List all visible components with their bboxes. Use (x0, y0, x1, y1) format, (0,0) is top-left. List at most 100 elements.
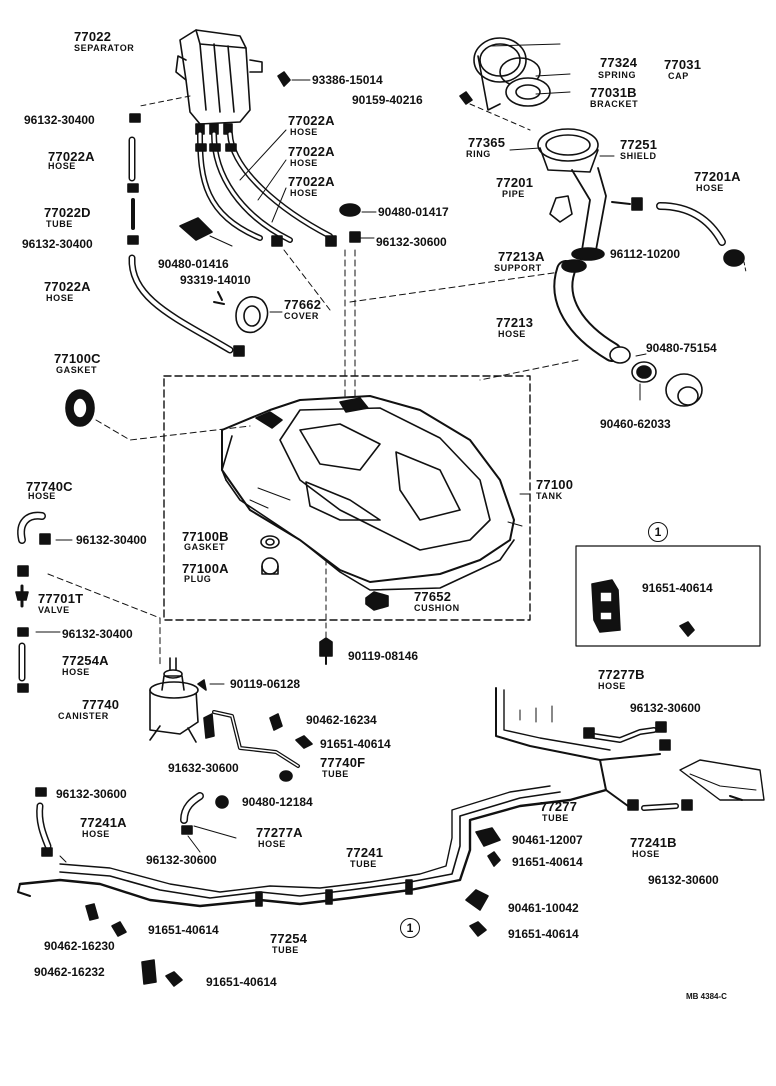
tube-bundle-drawing (17, 785, 608, 908)
part-number-77740f: 77740F (320, 755, 366, 770)
part-number-77740c: 77740C (26, 479, 73, 494)
part-name-shield: SHIELD (620, 151, 657, 161)
part-name-tube-77277: TUBE (542, 813, 569, 823)
part-number-77652: 77652 (414, 589, 452, 604)
separator-hoses (195, 131, 333, 243)
part-number-77022a-1: 77022A (288, 113, 335, 128)
part-number-77022a-2: 77022A (48, 149, 95, 164)
part-number-90480-d: 90480-12184 (242, 795, 313, 809)
part-number-90119-b: 90119-06128 (230, 677, 301, 691)
cover-cluster (179, 203, 361, 334)
part-name-canister: CANISTER (58, 711, 109, 721)
canister-drawing (149, 657, 225, 743)
valve-chain-drawing (15, 511, 161, 693)
part-number-90159: 90159-40216 (352, 93, 423, 107)
dashed-filler-tank (479, 359, 579, 381)
part-number-91651-e: 91651-40614 (148, 923, 219, 937)
part-number-77100: 77100 (536, 477, 574, 492)
part-name-hose-5: HOSE (46, 293, 74, 303)
leader-cover (209, 211, 377, 313)
part-name-valve: VALVE (38, 605, 70, 615)
part-number-90462-c: 90462-16232 (34, 965, 105, 979)
part-number-77022a-5: 77022A (44, 279, 91, 294)
part-name-hose-77277a: HOSE (258, 839, 286, 849)
part-number-77022: 77022 (74, 29, 112, 44)
part-name-spring: SPRING (598, 70, 637, 80)
part-number-96132-f: 96132-30600 (630, 701, 701, 715)
part-number-77022a-3: 77022A (288, 144, 335, 159)
inset-clip-drawing (591, 579, 695, 637)
part-number-77277a: 77277A (256, 825, 303, 840)
part-number-96132-b: 96132-30400 (22, 237, 93, 251)
part-number-91651-a: 91651-40614 (642, 581, 713, 595)
part-number-77365: 77365 (468, 135, 506, 150)
left-small-hoses (35, 787, 237, 857)
part-number-90462-a: 90462-16234 (306, 713, 377, 727)
tube-77740f-drawing (212, 710, 313, 782)
filler-hose-drawing (553, 259, 703, 407)
part-number-77241a: 77241A (80, 815, 127, 830)
part-number-90480-b: 90480-01416 (158, 257, 229, 271)
lower-clips-drawing (85, 827, 501, 987)
part-number-77031b: 77031B (590, 85, 637, 100)
part-number-77241: 77241 (346, 845, 384, 860)
part-name-tube-77241: TUBE (350, 859, 377, 869)
part-name-cushion: CUSHION (414, 603, 460, 613)
part-number-77701t: 77701T (38, 591, 84, 606)
part-name-plug: PLUG (184, 574, 212, 584)
part-number-77022a-4: 77022A (288, 174, 335, 189)
dashed-to-tank (283, 249, 356, 401)
part-name-hose-2: HOSE (48, 161, 76, 171)
part-name-pipe: PIPE (502, 189, 525, 199)
part-name-hose-77241a: HOSE (82, 829, 110, 839)
part-number-77201a: 77201A (694, 169, 741, 184)
separator-drawing (175, 29, 263, 135)
inset-box (575, 545, 761, 647)
part-name-hose-3: HOSE (290, 158, 318, 168)
part-number-96132-g: 96132-30600 (56, 787, 127, 801)
part-number-77201: 77201 (496, 175, 534, 190)
part-number-90480-c: 90480-75154 (646, 341, 717, 355)
part-number-90119-a: 90119-08146 (348, 649, 419, 663)
part-number-77277b: 77277B (598, 667, 645, 682)
part-number-77213: 77213 (496, 315, 534, 330)
part-name-gasket-77100b: GASKET (184, 542, 226, 552)
breather-hose-drawing (611, 197, 747, 273)
part-number-96132-i: 96132-30600 (648, 873, 719, 887)
part-name-separator: SEPARATOR (74, 43, 135, 53)
part-number-91651-c: 91651-40614 (512, 855, 583, 869)
part-name-cap: CAP (668, 71, 689, 81)
part-number-77241b: 77241B (630, 835, 677, 850)
drawing-reference: MB 4384-C (686, 992, 727, 1001)
part-number-96132-d: 96132-30400 (76, 533, 147, 547)
tank-dashed-frame (163, 375, 531, 621)
inset-callout-marker: 1 (648, 522, 668, 542)
part-name-hose-77201a: HOSE (696, 183, 724, 193)
clip-93386 (277, 71, 291, 87)
part-number-93319: 93319-14010 (180, 273, 251, 287)
part-name-hose-77254a: HOSE (62, 667, 90, 677)
filler-cap-drawing (459, 37, 571, 131)
part-name-cover: COVER (284, 311, 320, 321)
part-number-96112: 96112-10200 (610, 247, 681, 261)
tube-callout-marker: 1 (400, 918, 420, 938)
part-name-support: SUPPORT (494, 263, 542, 273)
left-hose-chain (127, 95, 245, 357)
leader-hose-group (239, 129, 287, 223)
part-name-tube-77254: TUBE (272, 945, 299, 955)
part-number-96132-a: 96132-30400 (24, 113, 95, 127)
part-number-96132-e: 96132-30400 (62, 627, 133, 641)
part-name-tank: TANK (536, 491, 563, 501)
part-number-91651-f: 91651-40614 (206, 975, 277, 989)
part-number-91651-b: 91651-40614 (320, 737, 391, 751)
part-number-96132-c: 96132-30600 (376, 235, 447, 249)
part-number-77213a: 77213A (498, 249, 545, 264)
part-number-93386: 93386-15014 (312, 73, 383, 87)
filler-neck-drawing (509, 128, 615, 261)
part-number-77100a: 77100A (182, 561, 229, 576)
part-name-tube-77022d: TUBE (46, 219, 73, 229)
gasket-77100c-drawing (65, 389, 251, 441)
right-tubes-drawing (495, 687, 765, 811)
part-number-77251: 77251 (620, 137, 658, 152)
part-name-gasket-77100c: GASKET (56, 365, 98, 375)
